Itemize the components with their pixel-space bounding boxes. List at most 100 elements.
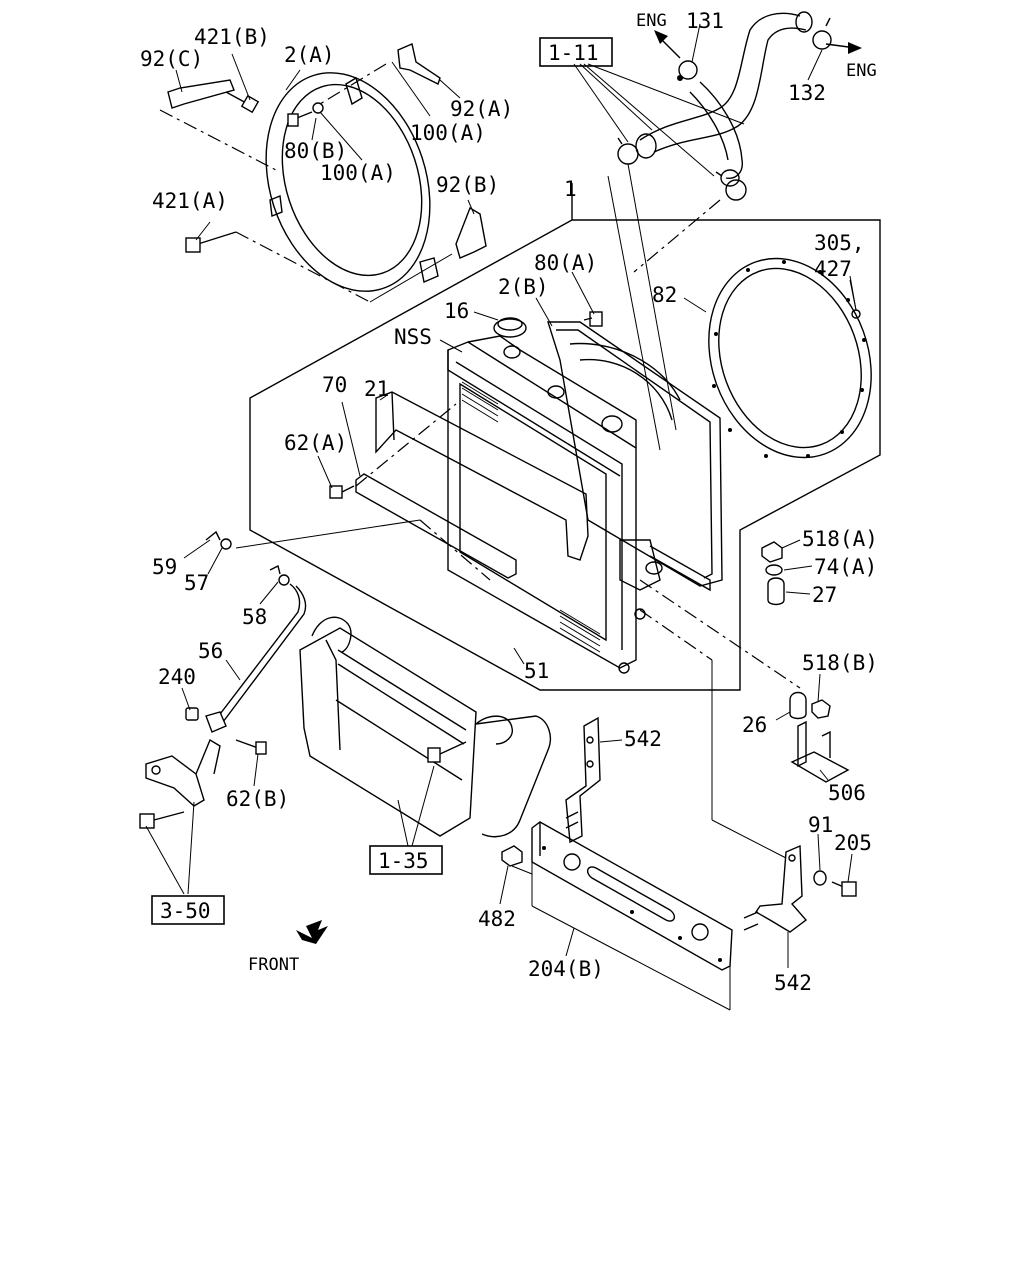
label-62a: 62(A)	[284, 431, 347, 455]
bracket-542-top	[565, 716, 601, 844]
bolt-80b	[287, 102, 324, 127]
label-70: 70	[322, 373, 347, 397]
label-518a: 518(A)	[802, 527, 878, 551]
label-eng-left: ENG	[636, 11, 667, 31]
hose-clamp-131	[677, 60, 698, 81]
fan-shroud-ring	[265, 72, 439, 292]
ref-box-1-11: 1-11	[539, 37, 613, 67]
eng-arrow-left	[654, 30, 681, 59]
bracket-92a	[397, 43, 441, 85]
radiator-cap-16	[493, 317, 527, 359]
hose-to-radiator-lines	[607, 163, 721, 451]
clip-59-57	[205, 530, 232, 550]
radiator-core	[447, 335, 637, 669]
nut-240	[185, 707, 199, 721]
reference-arrows-3-50	[145, 801, 195, 895]
bolt-421b	[225, 91, 260, 114]
washer-91-bolt-205	[813, 870, 857, 897]
radiator-side-brackets	[618, 539, 711, 674]
label-506: 506	[828, 781, 866, 805]
seal-strip-70	[355, 473, 517, 579]
plate-reference-lines	[531, 862, 731, 1011]
shroud-connection-lines	[159, 63, 453, 303]
ref-box-3-50-text: 3-50	[160, 899, 211, 923]
clamp-right	[715, 171, 747, 201]
label-421b: 421(B)	[194, 25, 270, 49]
hose-clamp-132	[812, 17, 832, 50]
leader-lines	[175, 23, 857, 968]
bolt-421a	[185, 231, 237, 253]
label-26: 26	[742, 713, 767, 737]
label-62b: 62(B)	[226, 787, 289, 811]
label-92c: 92(C)	[140, 47, 203, 71]
eng-arrow-right	[825, 42, 862, 54]
label-16: 16	[444, 299, 469, 323]
label-542-bottom: 542	[774, 971, 812, 995]
radiator-inlet-outlet	[547, 385, 623, 433]
upper-hose	[635, 11, 813, 159]
label-21: 21	[364, 377, 389, 401]
label-59: 59	[152, 555, 177, 579]
stay-rod-56	[205, 583, 307, 733]
label-74a: 74(A)	[814, 555, 877, 579]
label-305: 305,	[814, 231, 865, 255]
lower-hose	[689, 81, 743, 187]
label-92b: 92(B)	[436, 173, 499, 197]
bracket-542-bottom	[743, 844, 808, 933]
label-57: 57	[184, 571, 209, 595]
label-80b: 80(B)	[284, 139, 347, 163]
mount-pieces-518a-74a-27	[761, 541, 785, 606]
radiator-grille-bottom	[559, 609, 601, 653]
assembly-boundary	[249, 183, 881, 691]
radiator-shroud-2b	[547, 321, 723, 587]
washer-58	[269, 564, 290, 586]
bolt-1-35	[427, 741, 467, 763]
ref-box-1-11-text: 1-11	[548, 41, 599, 65]
ref-box-1-35: 1-35	[369, 845, 443, 875]
mount-pieces-518b-26	[789, 691, 831, 720]
label-100a-top: 100(A)	[410, 121, 486, 145]
bolt-3-50	[139, 811, 185, 829]
bolt-80a	[583, 311, 603, 327]
label-482: 482	[478, 907, 516, 931]
radiator-grille-top	[461, 381, 499, 423]
label-56: 56	[198, 639, 223, 663]
label-100a: 100(A)	[320, 161, 396, 185]
label-2a: 2(A)	[284, 43, 335, 67]
bolt-62b	[235, 739, 267, 755]
label-51: 51	[524, 659, 549, 683]
label-27: 27	[812, 583, 837, 607]
label-518b: 518(B)	[802, 651, 878, 675]
reference-arrows-1-35	[397, 765, 435, 847]
ref-box-1-35-text: 1-35	[378, 849, 429, 873]
reference-arrows-1-11	[573, 63, 745, 177]
label-427: 427	[814, 257, 852, 281]
label-542-top: 542	[624, 727, 662, 751]
label-131: 131	[686, 9, 724, 33]
bracket-506	[790, 720, 850, 783]
label-eng-right: ENG	[846, 61, 877, 81]
label-91: 91	[808, 813, 833, 837]
label-205: 205	[834, 831, 872, 855]
label-2b: 2(B)	[498, 275, 549, 299]
bracket-92b	[455, 206, 487, 259]
label-58: 58	[242, 605, 267, 629]
bracket-92c	[167, 79, 235, 109]
label-nss: NSS	[394, 325, 432, 349]
label-421a: 421(A)	[152, 189, 228, 213]
label-92a: 92(A)	[450, 97, 513, 121]
part-labels: 92(C) 421(B) 2(A) 92(A) 100(A) 80(B) 100…	[140, 9, 878, 995]
center-assembly-dash-lines	[235, 403, 491, 581]
nut-482	[501, 845, 533, 875]
label-1: 1	[564, 177, 577, 201]
label-80a: 80(A)	[534, 251, 597, 275]
right-side-dash-lines	[639, 579, 801, 859]
side-baffle-21	[375, 391, 589, 561]
label-240: 240	[158, 665, 196, 689]
label-204b: 204(B)	[528, 957, 604, 981]
fan-shroud-ring-82	[708, 257, 872, 459]
label-82: 82	[652, 283, 677, 307]
front-arrow-icon	[296, 920, 328, 944]
ref-box-3-50: 3-50	[151, 895, 225, 925]
